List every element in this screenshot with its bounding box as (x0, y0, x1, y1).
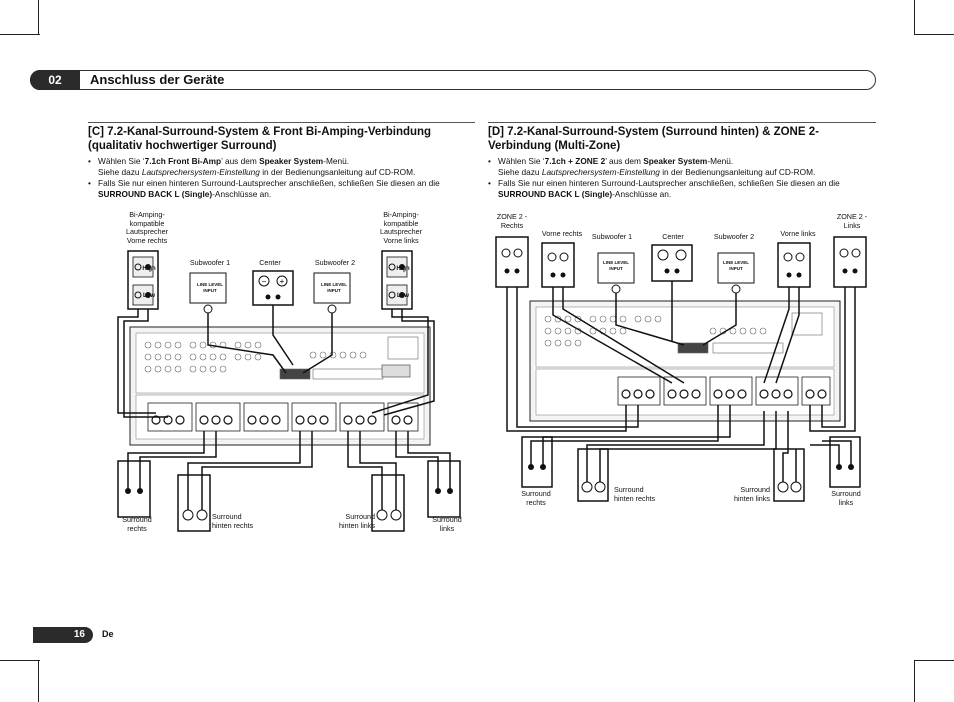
label-zone2-right: ZONE 2 - Rechts (496, 212, 528, 230)
label-line-level-input: LINE LEVEL INPUT (602, 260, 629, 271)
bullet-item: Falls Sie nur einen hinteren Surround-La… (88, 178, 478, 199)
crop-mark (38, 660, 39, 702)
label-front-right: Vorne rechts (541, 229, 583, 238)
crop-mark (914, 34, 954, 35)
bullet-item: Falls Sie nur einen hinteren Surround-La… (488, 178, 878, 199)
label-high: High (142, 266, 156, 272)
svg-text:−: − (262, 277, 267, 286)
speaker-cables (506, 281, 856, 432)
label-subwoofer-1: Subwoofer 1 (591, 232, 633, 241)
speaker-surround-back-left (773, 448, 805, 502)
speaker-center (651, 244, 693, 282)
speaker-zone2-left (833, 236, 867, 288)
crop-mark (0, 660, 40, 661)
speaker-surround-right (117, 460, 151, 518)
label-biamp-front-left: Bi-Amping- kompatible Lautsprecher Vorne… (380, 210, 422, 245)
surround-cables (127, 431, 451, 510)
surround-cables (530, 405, 852, 482)
page-number: 16 (33, 627, 93, 643)
speaker-zone2-right (495, 236, 529, 288)
label-line-level-input: LINE LEVEL INPUT (722, 260, 749, 271)
label-zone2-left: ZONE 2 - Links (836, 212, 868, 230)
chapter-number: 02 (30, 70, 80, 90)
subwoofer-1 (189, 272, 227, 314)
label-low: Low (143, 293, 155, 299)
speaker-front-right-biamp (127, 250, 159, 310)
speaker-surround-right (521, 436, 553, 488)
label-surround-left: Surround links (831, 489, 861, 507)
label-center: Center (662, 232, 684, 241)
crop-mark (914, 660, 915, 702)
label-front-left: Vorne links (780, 229, 816, 238)
chapter-title: Anschluss der Geräte (90, 72, 225, 87)
label-subwoofer-2: Subwoofer 2 (314, 258, 356, 267)
label-surround-left: Surround links (432, 515, 462, 533)
subwoofer-2 (717, 252, 755, 294)
section-c-title: [C] 7.2-Kanal-Surround-System & Front Bi… (88, 126, 432, 152)
wiring-diagram-d (495, 236, 867, 502)
label-surround-back-left: Surround hinten links (339, 512, 375, 530)
label-high: High (396, 266, 410, 272)
section-d-title: [D] 7.2-Kanal-Surround-System (Surround … (488, 126, 819, 152)
label-subwoofer-2: Subwoofer 2 (713, 232, 755, 241)
section-rule (88, 122, 475, 123)
section-rule (488, 122, 876, 123)
svg-text:+: + (280, 277, 285, 286)
speaker-front-left-biamp (381, 250, 413, 310)
section-c-instructions: Wählen Sie ‘7.1ch Front Bi-Amp’ aus dem … (88, 156, 478, 200)
bullet-item: Wählen Sie ‘7.1ch + ZONE 2’ aus dem Spea… (488, 156, 878, 177)
bullet-item: Wählen Sie ‘7.1ch Front Bi-Amp’ aus dem … (88, 156, 478, 177)
crop-mark (38, 0, 39, 34)
speaker-center: −+ (252, 270, 294, 306)
speaker-surround-back-right (177, 474, 211, 532)
speaker-cables (117, 305, 435, 418)
subwoofer-1 (597, 252, 635, 294)
crop-mark (914, 660, 954, 661)
crop-mark (914, 0, 915, 34)
speaker-surround-left (427, 460, 461, 518)
label-surround-back-left: Surround hinten links (734, 485, 770, 503)
label-line-level-input: LINE LEVEL INPUT (196, 282, 223, 293)
speaker-surround-back-right (577, 448, 609, 502)
label-biamp-front-right: Bi-Amping- kompatible Lautsprecher Vorne… (126, 210, 168, 245)
speaker-surround-back-left (371, 474, 405, 532)
label-center: Center (259, 258, 281, 267)
label-surround-back-right: Surround hinten rechts (614, 485, 656, 503)
crop-mark (0, 34, 40, 35)
label-low: Low (397, 293, 409, 299)
label-line-level-input: LINE LEVEL INPUT (320, 282, 347, 293)
speaker-front-left (777, 242, 811, 288)
subwoofer-2 (313, 272, 351, 314)
wiring-diagram-c: −+ (117, 250, 461, 532)
label-surround-right: Surround rechts (122, 515, 152, 533)
label-subwoofer-1: Subwoofer 1 (189, 258, 231, 267)
label-surround-back-right: Surround hinten rechts (212, 512, 254, 530)
speaker-front-right (541, 242, 575, 288)
section-d-instructions: Wählen Sie ‘7.1ch + ZONE 2’ aus dem Spea… (488, 156, 878, 200)
label-surround-right: Surround rechts (521, 489, 551, 507)
language-code: De (102, 629, 114, 639)
receiver-rear-panel (529, 300, 841, 422)
